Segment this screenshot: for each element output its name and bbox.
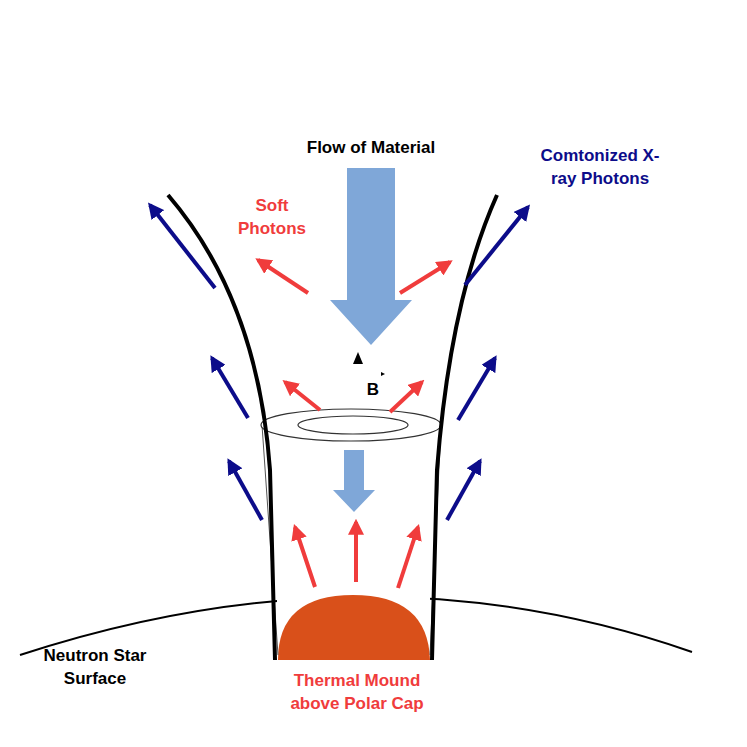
mound-label: Thermal Mound above Polar Cap [285, 669, 430, 715]
column-wall [168, 195, 275, 660]
cylinder-top [261, 409, 441, 441]
flow-label: Flow of Material [271, 136, 471, 159]
field-label: B [358, 378, 388, 401]
thermal-mound [278, 595, 430, 660]
flow-arrow [333, 450, 375, 512]
column-wall [432, 195, 497, 660]
field-arrowhead [353, 352, 363, 364]
soft-photon-arrows [258, 260, 450, 588]
cylinder-inner-ring [298, 416, 408, 434]
field-mark [381, 372, 385, 376]
column-interior [277, 560, 430, 662]
xray-photon-arrows [150, 205, 528, 520]
surface-label: Neutron Star Surface [38, 644, 153, 690]
flow-arrow [330, 168, 412, 345]
soft-photons-label: Soft Photons [227, 194, 317, 240]
xray-photons-label: Comtonized X-ray Photons [533, 144, 668, 190]
